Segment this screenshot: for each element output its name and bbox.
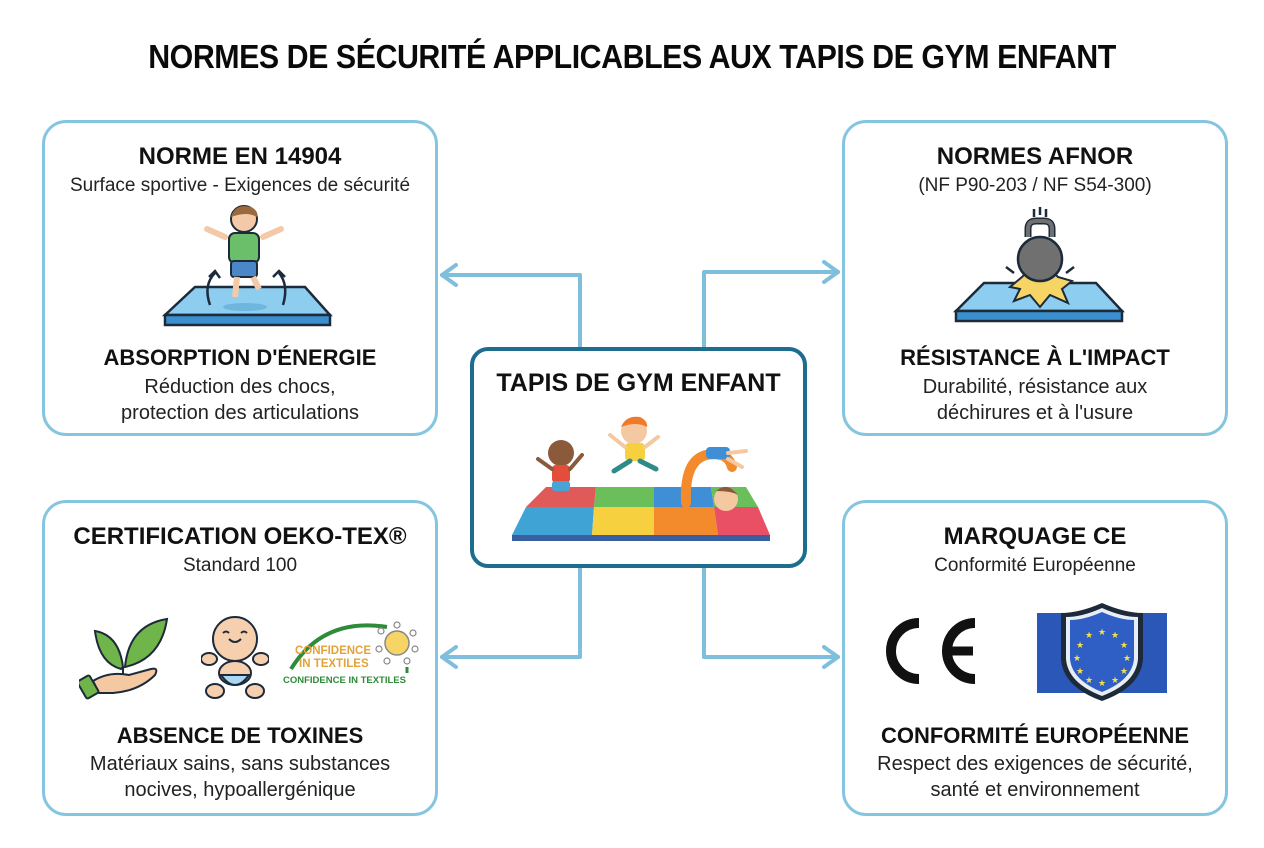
svg-text:★: ★ bbox=[1076, 641, 1084, 651]
card-oekotex: CERTIFICATION OEKO-TEX® Standard 100 bbox=[42, 500, 438, 816]
card-title: NORMES AFNOR bbox=[936, 143, 1134, 170]
logo-text-line-2: IN TEXTILES bbox=[299, 658, 369, 670]
desc-line-1: Réduction des chocs, bbox=[144, 376, 336, 398]
page-title: NORMES DE SÉCURITÉ APPLICABLES AUX TAPIS… bbox=[148, 38, 1116, 75]
feature-desc: Matériaux sains, sans substances nocives… bbox=[45, 751, 435, 803]
center-node-gym-mat: TAPIS DE GYM ENFANT bbox=[470, 347, 807, 568]
desc-line-2: santé et environnement bbox=[930, 779, 1140, 801]
svg-text:★: ★ bbox=[1085, 631, 1093, 641]
eu-shield-icon: ★★★ ★★★ ★★★ ★★★ bbox=[1037, 603, 1167, 701]
baby-icon bbox=[201, 616, 269, 699]
card-title: CERTIFICATION OEKO-TEX® bbox=[73, 523, 407, 550]
feature-title: RÉSISTANCE À L'IMPACT bbox=[900, 345, 1170, 370]
svg-text:★: ★ bbox=[1111, 631, 1119, 641]
card-subtitle: Conformité Européenne bbox=[934, 555, 1136, 576]
arrow-to-en14904 bbox=[440, 273, 582, 349]
desc-line-1: Matériaux sains, sans substances bbox=[89, 753, 391, 775]
desc-line-1: Durabilité, résistance aux bbox=[922, 376, 1148, 398]
feature-desc: Réduction des chocs, protection des arti… bbox=[45, 374, 435, 426]
oeko-tex-arc-icon bbox=[289, 621, 419, 673]
arrow-to-ce bbox=[702, 566, 840, 659]
card-ce-marking: MARQUAGE CE Conformité Européenne ★★★ ★★… bbox=[842, 500, 1228, 816]
child-jumping-on-mat-icon bbox=[161, 205, 333, 327]
svg-text:★: ★ bbox=[1073, 654, 1081, 664]
card-en14904: NORME EN 14904 Surface sportive - Exigen… bbox=[42, 120, 438, 436]
confidence-in-textiles-logo: CONFIDENCE IN TEXTILES CONFIDENCE IN TEX… bbox=[283, 615, 423, 695]
kettlebell-impact-icon bbox=[952, 207, 1125, 323]
card-title: NORME EN 14904 bbox=[138, 143, 342, 170]
svg-text:★: ★ bbox=[1123, 654, 1131, 664]
desc-line-2: déchirures et à l'usure bbox=[936, 402, 1134, 424]
center-title: TAPIS DE GYM ENFANT bbox=[496, 369, 781, 397]
feature-title: CONFORMITÉ EUROPÉENNE bbox=[880, 723, 1190, 748]
children-gym-mat-icon bbox=[512, 416, 770, 541]
card-subtitle: (NF P90-203 / NF S54-300) bbox=[918, 175, 1152, 196]
card-subtitle: Standard 100 bbox=[182, 555, 298, 576]
svg-text:★: ★ bbox=[1120, 667, 1128, 677]
arrow-to-afnor bbox=[702, 270, 840, 349]
feature-title: ABSORPTION D'ÉNERGIE bbox=[103, 345, 377, 370]
logo-text-bottom: CONFIDENCE IN TEXTILES bbox=[283, 675, 406, 686]
desc-line-2: nocives, hypoallergénique bbox=[124, 779, 356, 801]
card-title: MARQUAGE CE bbox=[943, 523, 1127, 550]
hand-plant-icon bbox=[79, 617, 169, 700]
desc-line-1: Respect des exigences de sécurité, bbox=[877, 753, 1193, 775]
logo-text-line-1: CONFIDENCE bbox=[295, 645, 372, 657]
feature-desc: Respect des exigences de sécurité, santé… bbox=[845, 751, 1225, 803]
svg-text:★: ★ bbox=[1098, 679, 1106, 689]
feature-title: ABSENCE DE TOXINES bbox=[116, 723, 364, 748]
svg-text:★: ★ bbox=[1076, 667, 1084, 677]
card-afnor: NORMES AFNOR (NF P90-203 / NF S54-300) R… bbox=[842, 120, 1228, 436]
desc-line-2: protection des articulations bbox=[121, 402, 359, 424]
svg-text:★: ★ bbox=[1120, 641, 1128, 651]
ce-mark-icon bbox=[886, 618, 976, 684]
card-subtitle: Surface sportive - Exigences de sécurité bbox=[69, 175, 411, 196]
svg-text:★: ★ bbox=[1111, 676, 1119, 686]
arrow-to-oekotex bbox=[440, 566, 582, 659]
feature-desc: Durabilité, résistance aux déchirures et… bbox=[845, 374, 1225, 426]
svg-text:★: ★ bbox=[1085, 676, 1093, 686]
svg-text:★: ★ bbox=[1098, 628, 1106, 638]
